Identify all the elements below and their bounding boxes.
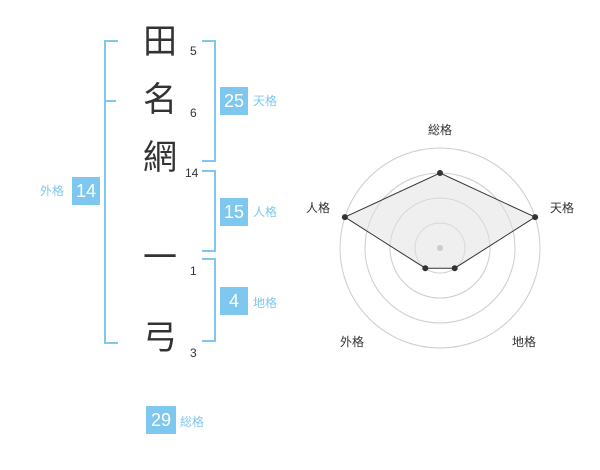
radar-point-1 [437, 170, 443, 176]
chikaku-bracket [202, 258, 216, 342]
radar-axis-label-chikaku: 地格 [512, 334, 536, 349]
jinkaku-label: 人格 [253, 205, 278, 219]
jinkaku-badge: 15 [220, 198, 248, 226]
name-char-1: 田 [143, 22, 177, 62]
gaikaku-bracket [104, 40, 118, 344]
tenkaku-label: 天格 [253, 94, 278, 108]
name-char-2: 名 [143, 80, 177, 120]
stroke-count-3: 14 [185, 166, 199, 180]
radar-polygon [343, 172, 537, 269]
radar-point-3 [451, 265, 458, 272]
radar-axis-label-jinkaku: 人格 [306, 200, 330, 215]
gaikaku-label: 外格 [40, 184, 65, 198]
radar-point-2 [532, 214, 539, 221]
soukaku-badge: 29 [146, 406, 176, 434]
radar-axis-label-gaikaku: 外格 [340, 334, 364, 349]
name-char-4: 一 [143, 238, 177, 278]
name-char-5: 弓 [143, 318, 177, 358]
tenkaku-badge: 25 [220, 87, 248, 115]
radar-center-dot [437, 245, 443, 251]
tenkaku-bracket [202, 40, 216, 162]
stroke-count-2: 6 [190, 106, 197, 120]
stroke-count-5: 3 [190, 346, 197, 360]
gaikaku-badge: 14 [72, 177, 100, 205]
radar-axis-label-soukaku: 総格 [428, 122, 452, 137]
chikaku-badge: 4 [220, 287, 248, 315]
radar-points [341, 170, 539, 272]
jinkaku-bracket [202, 170, 216, 252]
radar-point-4 [422, 265, 429, 272]
gaikaku-bracket-tick [104, 100, 116, 102]
name-char-3: 網 [143, 138, 177, 178]
radar-axis-label-tenkaku: 天格 [550, 200, 574, 215]
stroke-count-1: 5 [190, 44, 197, 58]
stroke-count-4: 1 [190, 264, 197, 278]
soukaku-label: 総格 [180, 415, 205, 429]
radar-point-5 [341, 214, 348, 221]
chikaku-label: 地格 [253, 296, 278, 310]
